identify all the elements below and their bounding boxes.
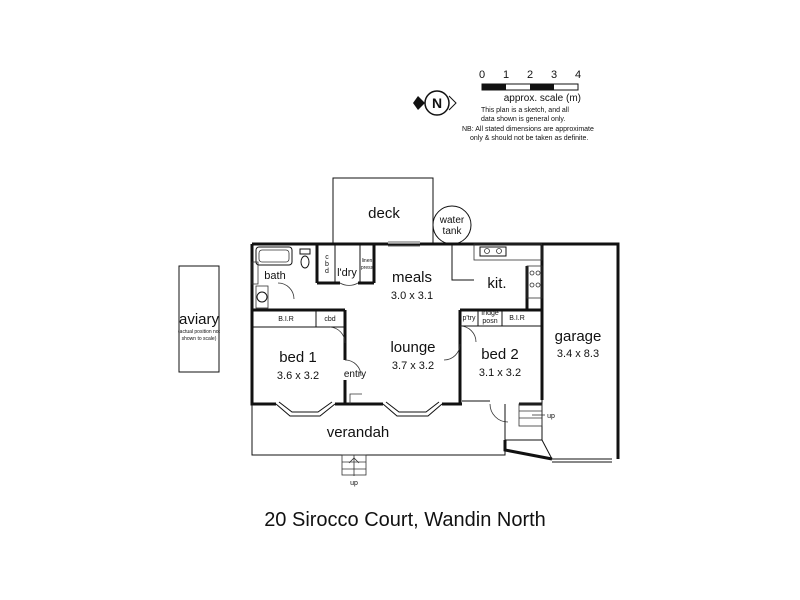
laundry-label: l'dry <box>337 267 357 279</box>
scale-label: approx. scale (m) <box>504 93 581 104</box>
scale-note-2: data shown is general only. <box>481 116 565 123</box>
bed2-label: bed 2 <box>481 346 519 363</box>
water-tank-label-1: water <box>439 215 465 226</box>
fridge-label-1: fridge <box>481 310 499 317</box>
bir-1-label: B.I.R <box>278 316 294 323</box>
fixtures <box>251 243 543 309</box>
kitchen-label: kit. <box>487 275 506 292</box>
deck-label: deck <box>368 205 400 222</box>
cbd-label-b: b <box>325 261 329 268</box>
cbd-label-d: d <box>325 268 329 275</box>
scale-tick-2: 2 <box>527 69 533 81</box>
aviary-label: aviary <box>179 311 220 328</box>
lounge-label: lounge <box>390 339 435 356</box>
scale-bar: 0 1 2 3 4 approx. scale (m) This plan is… <box>462 69 594 142</box>
lounge-dimensions: 3.7 x 3.2 <box>392 360 434 372</box>
scale-note-1: This plan is a sketch, and all <box>481 107 569 114</box>
garage-dimensions: 3.4 x 8.3 <box>557 348 599 360</box>
scale-tick-0: 0 <box>479 69 485 81</box>
toilet-icon <box>300 255 310 269</box>
bed2-dimensions: 3.1 x 3.2 <box>479 367 521 379</box>
water-tank-label-2: tank <box>443 226 463 237</box>
scale-nb-2: only & should not be taken as definite. <box>470 135 588 142</box>
linen-label-2: press <box>361 265 374 271</box>
garage-label: garage <box>555 328 602 345</box>
aviary-note-2: shown to scale) <box>182 336 217 342</box>
front-steps-icon <box>341 454 367 476</box>
verandah-label: verandah <box>327 424 390 441</box>
meals-label: meals <box>392 269 432 286</box>
north-compass-icon: N <box>413 90 457 116</box>
bath-label: bath <box>264 270 285 282</box>
fridge-label-2: posn <box>482 318 497 325</box>
scale-tick-3: 3 <box>551 69 557 81</box>
basin-icon <box>256 291 268 303</box>
aviary-note-1: (actual position not <box>178 329 221 335</box>
bathtub-icon <box>255 246 293 266</box>
up-label-side: up <box>547 413 555 420</box>
kitchen-sink-icon <box>479 246 507 257</box>
verandah-outline <box>251 404 506 476</box>
property-address: 20 Sirocco Court, Wandin North <box>264 509 546 531</box>
cbd-label-c: c <box>325 254 329 261</box>
compass-letter: N <box>432 95 442 111</box>
scale-nb-1: NB: All stated dimensions are approximat… <box>462 126 594 133</box>
scale-tick-4: 4 <box>575 69 581 81</box>
entry-label: entry <box>344 369 366 380</box>
pantry-label: p'try <box>462 315 476 322</box>
scale-tick-1: 1 <box>503 69 509 81</box>
cooktop-icon <box>526 265 543 299</box>
shower-icon <box>251 261 259 285</box>
cbd-label: cbd <box>324 316 335 323</box>
door-swings <box>277 282 509 423</box>
linen-label-1: linen <box>362 258 373 264</box>
meals-dimensions: 3.0 x 3.1 <box>391 290 433 302</box>
bir-2-label: B.I.R <box>509 315 525 322</box>
bed1-dimensions: 3.6 x 3.2 <box>277 370 319 382</box>
aviary-outline <box>178 265 220 373</box>
up-label-front: up <box>350 480 358 487</box>
bed1-label: bed 1 <box>279 349 317 366</box>
side-steps-icon <box>518 403 545 427</box>
